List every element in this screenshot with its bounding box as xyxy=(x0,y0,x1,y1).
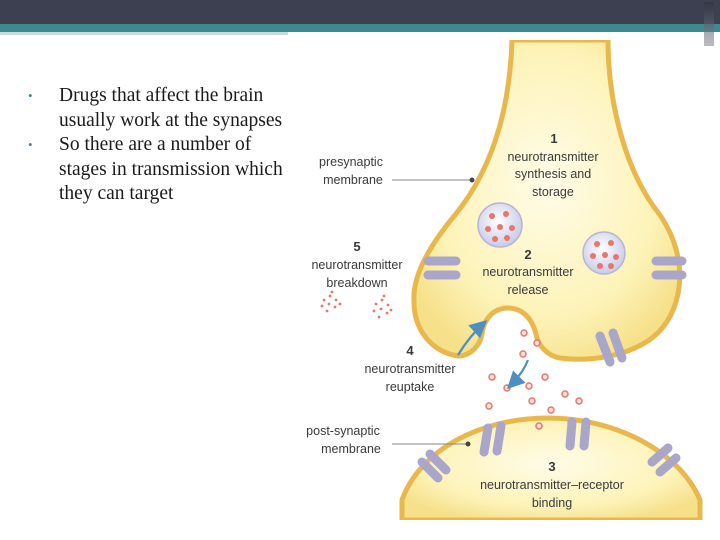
synaptic-vesicle xyxy=(582,231,626,275)
breakdown-cluster xyxy=(372,294,393,319)
title-underline xyxy=(0,32,288,35)
bullet-icon: • xyxy=(28,137,33,152)
step4-number: 4 xyxy=(406,343,414,358)
postsynaptic-leader-dot xyxy=(465,441,471,447)
step5-label: neurotransmitter xyxy=(311,258,402,272)
bullet-item: • Drugs that affect the brain usually wo… xyxy=(22,84,292,133)
reuptake-arrow xyxy=(457,320,488,356)
step2-label: release xyxy=(508,283,549,297)
bullet-icon: • xyxy=(28,88,33,103)
step1-label: synthesis and xyxy=(515,167,591,181)
reuptake-transporter xyxy=(595,328,627,367)
synaptic-vesicle xyxy=(477,202,523,248)
bullet-text: So there are a number of stages in trans… xyxy=(59,134,283,204)
step1-label: neurotransmitter xyxy=(507,150,598,164)
presynaptic-label: membrane xyxy=(323,173,383,187)
synapse-diagram: presynaptic membrane 1 neurotransmitter … xyxy=(306,40,703,520)
bullet-list: • Drugs that affect the brain usually wo… xyxy=(22,84,292,207)
step3-number: 3 xyxy=(548,459,555,474)
receptor xyxy=(565,417,591,451)
postsynaptic-label: membrane xyxy=(321,442,381,456)
title-bar xyxy=(0,0,720,24)
presynaptic-label: presynaptic xyxy=(319,155,383,169)
step5-label: breakdown xyxy=(326,276,387,290)
title-bar-accent xyxy=(0,24,720,32)
receptor xyxy=(417,449,451,483)
receptor xyxy=(647,443,681,477)
presynaptic-leader-dot xyxy=(469,177,475,183)
reuptake-transporter xyxy=(423,256,461,280)
step1-label: storage xyxy=(532,185,574,199)
reuptake-transporter xyxy=(651,256,687,280)
diffusion-arrow xyxy=(506,359,530,390)
step3-label: neurotransmitter–receptor xyxy=(480,478,624,492)
step2-number: 2 xyxy=(524,247,531,262)
receptor xyxy=(479,421,506,457)
neurotransmitter-molecules xyxy=(485,329,583,430)
breakdown-cluster xyxy=(320,290,342,313)
step5-number: 5 xyxy=(353,239,360,254)
step1-number: 1 xyxy=(550,131,557,146)
step2-label: neurotransmitter xyxy=(482,265,573,279)
step4-label: reuptake xyxy=(386,380,435,394)
bullet-text: Drugs that affect the brain usually work… xyxy=(59,85,283,131)
step3-label: binding xyxy=(532,496,572,510)
presynaptic-terminal xyxy=(411,40,683,362)
corner-decoration xyxy=(704,2,714,46)
postsynaptic-label: post-synaptic xyxy=(306,424,380,438)
step4-label: neurotransmitter xyxy=(364,362,455,376)
bullet-item: • So there are a number of stages in tra… xyxy=(22,133,292,207)
